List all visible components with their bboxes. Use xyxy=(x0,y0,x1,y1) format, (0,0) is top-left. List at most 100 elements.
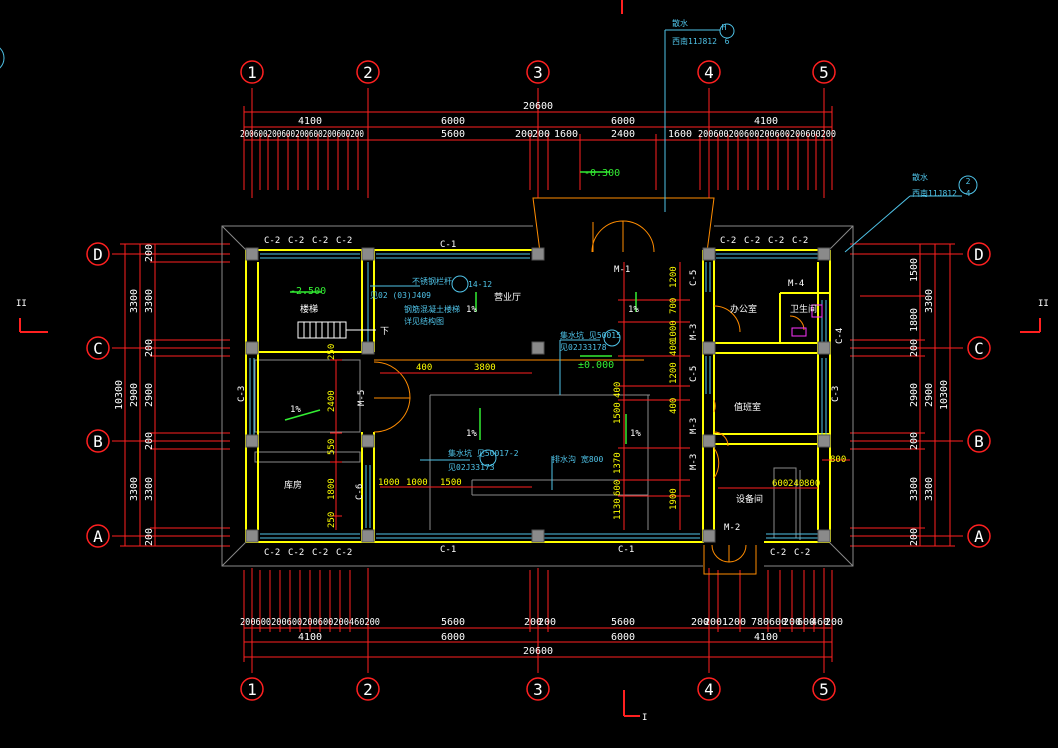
dim-1500b: 1500 xyxy=(613,402,623,424)
door-label-m3-2: M-3 xyxy=(689,418,699,434)
dim-right-bay-3: 3300 xyxy=(924,477,935,501)
window-label-c2-bottom-3: C-2 xyxy=(312,548,328,558)
dim-bottom-sub-8: 780 xyxy=(751,617,769,628)
door-labels: M-1 M-2 M-4 M-3 M-3 M-3 M-5 xyxy=(357,265,804,533)
dim-bottom-sub-9: 600 xyxy=(769,617,787,628)
section-labels: II II I xyxy=(16,299,1049,723)
door-label-m4: M-4 xyxy=(788,279,804,289)
dim-right-sub-4: 2900 xyxy=(909,383,920,407)
level-label-outdoor: -0.300 xyxy=(584,168,620,179)
dim-1370: 1370 xyxy=(613,452,623,474)
room-label-toilet: 卫生间 xyxy=(790,303,817,315)
slope-label-3: 1% xyxy=(466,429,477,439)
dim-1000a: 1000 xyxy=(378,478,400,488)
dim-1900: 1900 xyxy=(669,488,679,510)
axis-col-1-bottom: 1 xyxy=(247,680,257,699)
window-label-c2-top-7: C-2 xyxy=(768,236,784,246)
axis-col-5-bottom: 5 xyxy=(819,680,829,699)
window-label-c6: C-6 xyxy=(355,484,365,500)
dim-800: 800 xyxy=(830,455,846,465)
axis-row-a-left: A xyxy=(93,527,103,546)
window-label-c1-top: C-1 xyxy=(440,240,456,250)
level-label-floor: ±0.000 xyxy=(578,360,614,371)
dim-right-bay-2: 2900 xyxy=(924,383,935,407)
section-label-bottom: I xyxy=(642,713,647,723)
note-railing-ref2: 见02 (03)J409 xyxy=(370,291,431,300)
dim-right-sub-3: 200 xyxy=(909,339,920,357)
entrance-canopy xyxy=(374,197,757,575)
axis-col-4-bottom: 4 xyxy=(704,680,714,699)
dim-bottom-sub-12: 460 xyxy=(811,617,829,628)
room-label-hall: 营业厅 xyxy=(494,291,521,303)
top-dimension-text: 20600 4100 6000 6000 4100 20060020060020… xyxy=(240,101,836,140)
window-label-c2-top-5: C-2 xyxy=(720,236,736,246)
dim-bottom-sub-10: 200 xyxy=(783,617,801,628)
note-ref2-sub: 4 xyxy=(966,189,971,198)
note-pit2: 集水坑 见50017-2 xyxy=(448,448,519,458)
dim-400d: 400 xyxy=(669,398,679,414)
dim-left-bay-1: 3300 xyxy=(129,289,140,313)
dim-250b: 250 xyxy=(327,512,337,528)
dim-1000c: 1000 xyxy=(669,320,679,342)
dim-left-sub-3: 200 xyxy=(144,339,155,357)
note-railing-b: 钢筋混凝土楼梯 xyxy=(404,304,460,314)
dim-700: 700 xyxy=(669,298,679,314)
room-label-equip: 设备间 xyxy=(736,493,763,505)
top-dimension-lines xyxy=(243,106,833,190)
axis-row-c-left: C xyxy=(93,339,103,358)
dim-right-sub-7: 200 xyxy=(909,528,920,546)
axis-row-d-left: D xyxy=(93,245,103,264)
axis-bubbles xyxy=(86,60,991,701)
dim-top-bay-4: 4100 xyxy=(754,116,778,127)
dim-left-total: 10300 xyxy=(114,380,125,410)
stair xyxy=(297,321,376,339)
section-label-left: II xyxy=(16,299,27,309)
dim-top-sub-6: 2400 xyxy=(611,129,635,140)
dim-left-sub-1: 200 xyxy=(144,244,155,262)
room-label-duty: 值班室 xyxy=(734,401,761,413)
dim-1000b: 1000 xyxy=(406,478,428,488)
slope-label-2: 1% xyxy=(628,305,639,315)
axis-col-5-top: 5 xyxy=(819,63,829,82)
window-label-c2-bottom-6: C-2 xyxy=(794,548,810,558)
window-label-c1-bottom-2: C-1 xyxy=(618,545,634,555)
door-label-m3-3: M-3 xyxy=(689,454,699,470)
dim-top-dense-right: 200600200600200600200600200 xyxy=(698,129,836,140)
dim-bottom-sub-7: 1200 xyxy=(722,617,746,628)
bottom-dimension-text: 200600200600200600200460200 5600 200 200… xyxy=(240,617,843,657)
dim-right-sub-5: 200 xyxy=(909,432,920,450)
toilet-fixtures xyxy=(791,304,823,337)
dim-bottom-sub-3: 200 xyxy=(538,617,556,628)
window-label-c2-top-2: C-2 xyxy=(288,236,304,246)
dim-bottom-sub-6: 200 xyxy=(704,617,722,628)
note-railing: 不锈钢栏杆 xyxy=(412,276,452,286)
note-ref2-num: 2 xyxy=(966,177,971,186)
note-pit1-ref: 见02J33178 xyxy=(560,343,607,352)
note-ref1-title: 散水 xyxy=(672,18,688,28)
dim-bottom-sub-11: 600 xyxy=(797,617,815,628)
window-label-c2-bottom-4: C-2 xyxy=(336,548,352,558)
dim-bottom-bay-1: 4100 xyxy=(298,632,322,643)
dim-top-total: 20600 xyxy=(523,101,553,112)
axis-col-1-top: 1 xyxy=(247,63,257,82)
leader-lines xyxy=(370,23,978,490)
dim-left-sub-6: 3300 xyxy=(144,477,155,501)
room-label-down: 下 xyxy=(380,327,389,337)
dim-right-sub-1: 1500 xyxy=(909,258,920,282)
slope-label-5: 1% xyxy=(290,405,301,415)
axis-row-a-right: A xyxy=(974,527,984,546)
dim-top-sub-5: 1600 xyxy=(554,129,578,140)
axis-labels: 1 2 3 4 5 1 2 3 4 5 D C B A D C B A xyxy=(93,63,984,699)
dim-bottom-sub-1: 5600 xyxy=(441,617,465,628)
door-label-m1: M-1 xyxy=(614,265,630,275)
annotations: 散水 西南11J812 H 6 散水 西南11J812 2 4 不锈钢栏杆 14… xyxy=(370,18,971,472)
axis-col-2-bottom: 2 xyxy=(363,680,373,699)
note-ref2: 西南11J812 xyxy=(912,188,957,198)
axis-col-4-top: 4 xyxy=(704,63,714,82)
dim-bottom-bay-2: 6000 xyxy=(441,632,465,643)
dim-left-sub-7: 200 xyxy=(144,528,155,546)
left-dimension-text: 10300 3300 2900 3300 200 3300 200 2900 2… xyxy=(114,244,155,546)
dim-left-bay-3: 3300 xyxy=(129,477,140,501)
window-label-c1-bottom-1: C-1 xyxy=(440,545,456,555)
